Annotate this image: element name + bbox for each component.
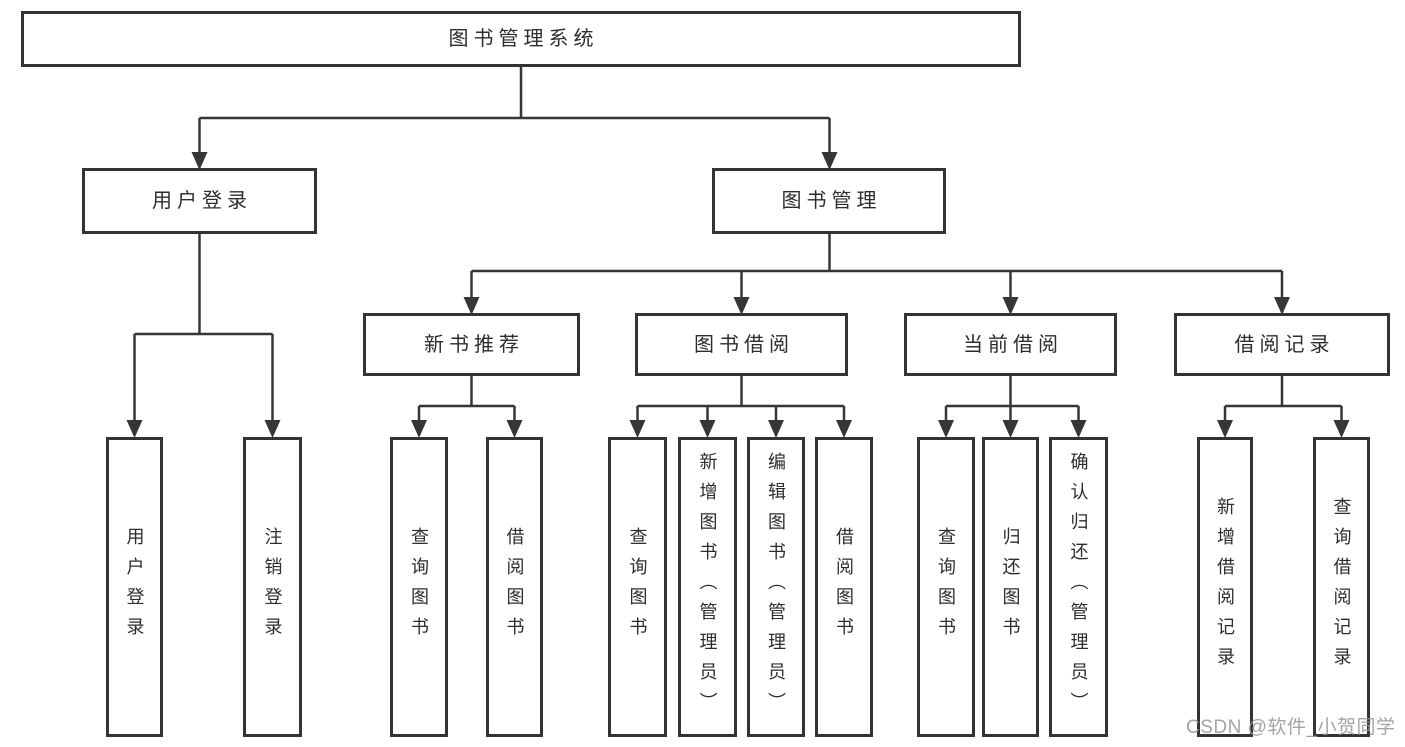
connector-current [944,376,1080,423]
csdn-watermark: CSDN @软件_小贺同学 [1186,717,1396,738]
node-borrow-records: 借阅记录 [1174,313,1390,376]
connector-root [198,67,831,156]
node-label: 查询图书 [409,527,429,647]
node-label: 查询借阅记录 [1331,497,1352,677]
node-label: 用户登录 [124,527,145,647]
node-label: 借阅图书 [834,527,854,647]
leaf-recommend-borrow-books: 借阅图书 [486,437,543,737]
node-label: 借阅记录 [1234,333,1335,356]
leaf-add-books-admin: 新增图书（管理员） [678,437,737,737]
leaf-recommend-query-books: 查询图书 [390,437,448,737]
node-label: 注销登录 [262,527,283,647]
node-label: 借阅图书 [504,527,525,647]
leaf-current-query-books: 查询图书 [917,437,975,737]
node-label: 新增借阅记录 [1215,497,1235,677]
arrowheads [126,152,1350,438]
node-current-borrow: 当前借阅 [904,313,1117,376]
leaf-add-borrow-record: 新增借阅记录 [1197,437,1253,737]
node-label: 新增图书（管理员） [697,452,718,722]
connector-manage [470,234,1284,300]
node-label: 图书管理系统 [448,28,599,50]
leaf-borrow-books: 借阅图书 [815,437,873,737]
leaf-logout: 注销登录 [243,437,302,737]
leaf-edit-books-admin: 编辑图书（管理员） [747,437,805,737]
connector-records [1223,376,1343,423]
node-label: 新书推荐 [424,333,524,356]
node-label: 当前借阅 [963,333,1063,356]
leaf-confirm-return-admin: 确认归还（管理员） [1049,437,1108,737]
leaf-query-borrow-record: 查询借阅记录 [1313,437,1370,737]
node-label: 查询图书 [627,527,648,647]
connector-borrow [636,376,846,423]
node-new-book-recommend: 新书推荐 [363,313,580,376]
node-label: 图书借阅 [694,333,794,356]
node-library-management-system: 图书管理系统 [21,11,1021,67]
node-label: 用户登录 [152,190,252,212]
node-label: 编辑图书（管理员） [766,452,786,722]
node-label: 归还图书 [1000,527,1021,647]
leaf-return-books: 归还图书 [982,437,1039,737]
node-user-login: 用户登录 [82,168,317,234]
node-book-management: 图书管理 [712,168,946,234]
node-label: 确认归还（管理员） [1068,452,1089,722]
connector-login [133,234,274,423]
leaf-borrow-query-books: 查询图书 [608,437,667,737]
node-label: 图书管理 [781,190,882,212]
node-book-borrow: 图书借阅 [635,313,848,376]
node-label: 查询图书 [936,527,956,647]
connector-recommend [417,376,516,423]
leaf-user-login: 用户登录 [106,437,163,737]
